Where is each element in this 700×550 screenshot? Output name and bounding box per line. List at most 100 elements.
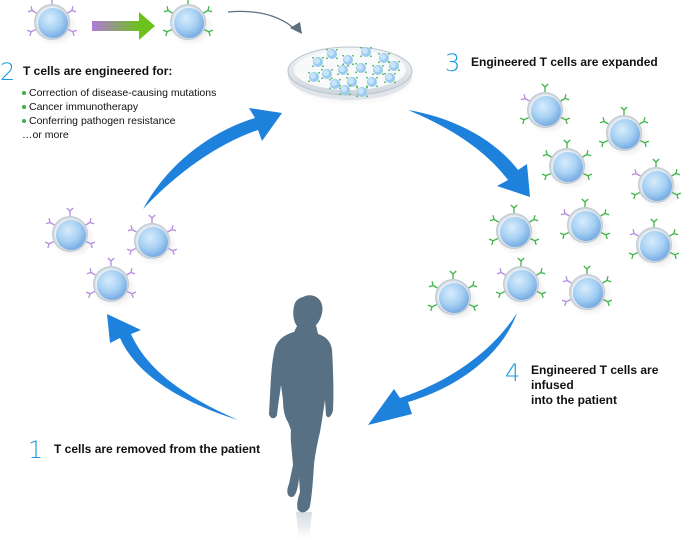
receptor-icon: [628, 252, 638, 260]
expanded-t-cell: [488, 204, 540, 255]
receptor-icon: [672, 192, 682, 200]
dish-receptor: [356, 86, 358, 89]
receptor-icon: [127, 225, 137, 233]
receptor-icon: [629, 229, 639, 237]
expanded-t-cell: [628, 218, 680, 269]
receptor-icon: [168, 248, 178, 256]
dish-receptor: [376, 85, 378, 88]
t-cell-body: [133, 223, 177, 265]
dish-receptor: [346, 76, 348, 79]
dish-cell: [327, 49, 337, 59]
t-cell-body: [169, 4, 213, 46]
dish-receptor: [337, 73, 339, 76]
receptor-icon: [583, 173, 593, 181]
dish-receptor: [318, 71, 320, 74]
arrow-expanded-to-patient: [368, 313, 517, 425]
receptor-icon: [126, 268, 136, 276]
dish-receptor: [329, 87, 331, 90]
dish-cell: [367, 77, 377, 87]
expanded-t-cell: [519, 83, 571, 134]
receptor-icon: [520, 94, 530, 102]
dish-receptor: [337, 64, 339, 67]
receptor-icon: [44, 241, 54, 249]
receptor-icon: [85, 291, 95, 299]
receptor-icon: [670, 252, 680, 260]
dish-receptor: [347, 64, 349, 67]
receptor-icon: [469, 304, 479, 312]
t-cell-body: [434, 279, 478, 321]
dish-receptor: [388, 52, 390, 55]
receptor-icon: [488, 238, 498, 246]
dish-receptor: [355, 62, 357, 65]
dish-receptor: [388, 60, 390, 63]
more-text: …or more: [22, 129, 69, 141]
t-cell-body: [566, 207, 610, 249]
dish-receptor: [372, 64, 374, 67]
step-4-line-2: into the patient: [531, 393, 617, 407]
dish-receptor: [342, 54, 344, 57]
receptor-icon: [582, 150, 592, 158]
receptor-icon: [510, 204, 518, 213]
receptor-icon: [163, 6, 173, 14]
dish-receptor: [366, 95, 368, 98]
receptor-icon: [563, 139, 571, 148]
dish-cell: [357, 87, 367, 97]
receptor-icon: [537, 291, 547, 299]
t-cell-body: [502, 266, 546, 308]
dish-receptor: [366, 85, 368, 88]
receptor-icon: [167, 225, 177, 233]
dish-receptor: [394, 81, 396, 84]
t-cell-body: [568, 274, 612, 316]
dish-receptor: [376, 76, 378, 79]
dish-cell: [338, 65, 348, 75]
expanded-t-cell: [541, 139, 593, 190]
t-cell-body: [51, 216, 95, 258]
receptor-icon: [27, 6, 37, 14]
receptor-icon: [541, 83, 549, 92]
step-1-title: T cells are removed from the patient: [54, 442, 261, 456]
dish-receptor: [326, 48, 328, 51]
receptor-icon: [640, 140, 650, 148]
dish-receptor: [342, 63, 344, 66]
receptor-icon: [559, 232, 569, 240]
dish-cell: [361, 47, 371, 57]
arrow-step2-to-dish: [143, 108, 282, 209]
receptor-icon: [449, 270, 457, 279]
expanded-t-cell: [559, 198, 611, 249]
native-t-cell-top: [26, 0, 78, 46]
receptor-icon: [86, 241, 96, 249]
dish-receptor: [331, 68, 333, 71]
expanded-t-cell: [598, 106, 650, 157]
native-t-cell-1: [44, 207, 96, 258]
dish-receptor: [322, 65, 324, 68]
native-t-cell-3: [85, 257, 137, 308]
receptor-icon: [68, 29, 78, 37]
receptor-icon: [468, 281, 478, 289]
receptor-icon: [603, 299, 613, 307]
step-2-number: 2: [0, 58, 16, 86]
step-2-title: T cells are engineered for:: [23, 64, 173, 78]
step-3-number: 3: [445, 49, 461, 77]
dish-cells: [308, 46, 400, 98]
dish-receptor: [365, 71, 367, 74]
dish-cell: [385, 73, 395, 83]
dish-receptor: [366, 86, 368, 89]
t-cell-body: [637, 167, 681, 209]
receptor-icon: [601, 232, 611, 240]
dish-receptor: [382, 64, 384, 67]
receptor-icon: [631, 169, 641, 177]
engineered-t-cell-top: [162, 0, 214, 46]
receptor-icon: [203, 6, 213, 14]
dish-cell: [356, 63, 366, 73]
receptor-icon: [26, 29, 36, 37]
dish-receptor: [329, 78, 331, 81]
dish-receptor: [336, 48, 338, 51]
receptor-icon: [127, 291, 137, 299]
receptor-icon: [517, 257, 525, 266]
receptor-icon: [86, 268, 96, 276]
receptor-icon: [669, 229, 679, 237]
dish-cell: [379, 53, 389, 63]
dish-receptor: [308, 71, 310, 74]
engineering-purposes-list: Correction of disease-causing mutations …: [22, 86, 216, 142]
